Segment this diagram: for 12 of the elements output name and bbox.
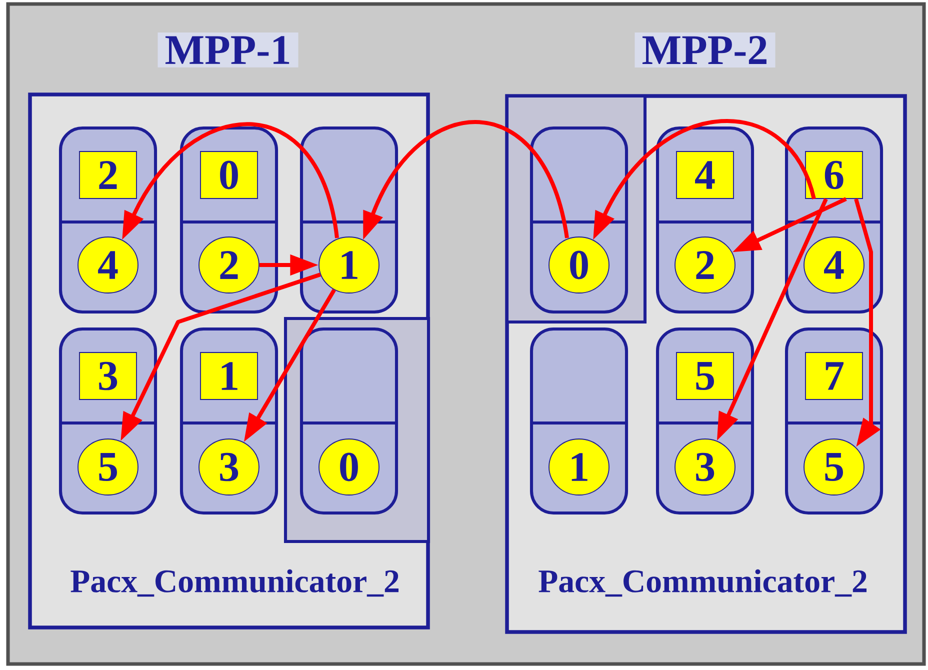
- rank-tag: 6: [805, 151, 863, 199]
- rank-tag: 5: [676, 352, 734, 400]
- title-label: MPP-1: [158, 32, 298, 68]
- rank-tag: 1: [200, 352, 258, 400]
- rank-tag: 7: [805, 352, 863, 400]
- communicator-label: Pacx_Communicator_2: [538, 569, 866, 597]
- rank-tag: 0: [200, 151, 258, 199]
- rank-tag: 4: [676, 151, 734, 199]
- rank-tag: 2: [79, 151, 137, 199]
- communicator-label: Pacx_Communicator_2: [70, 569, 398, 597]
- rank-tag: 3: [79, 352, 137, 400]
- title-label: MPP-2: [634, 32, 776, 68]
